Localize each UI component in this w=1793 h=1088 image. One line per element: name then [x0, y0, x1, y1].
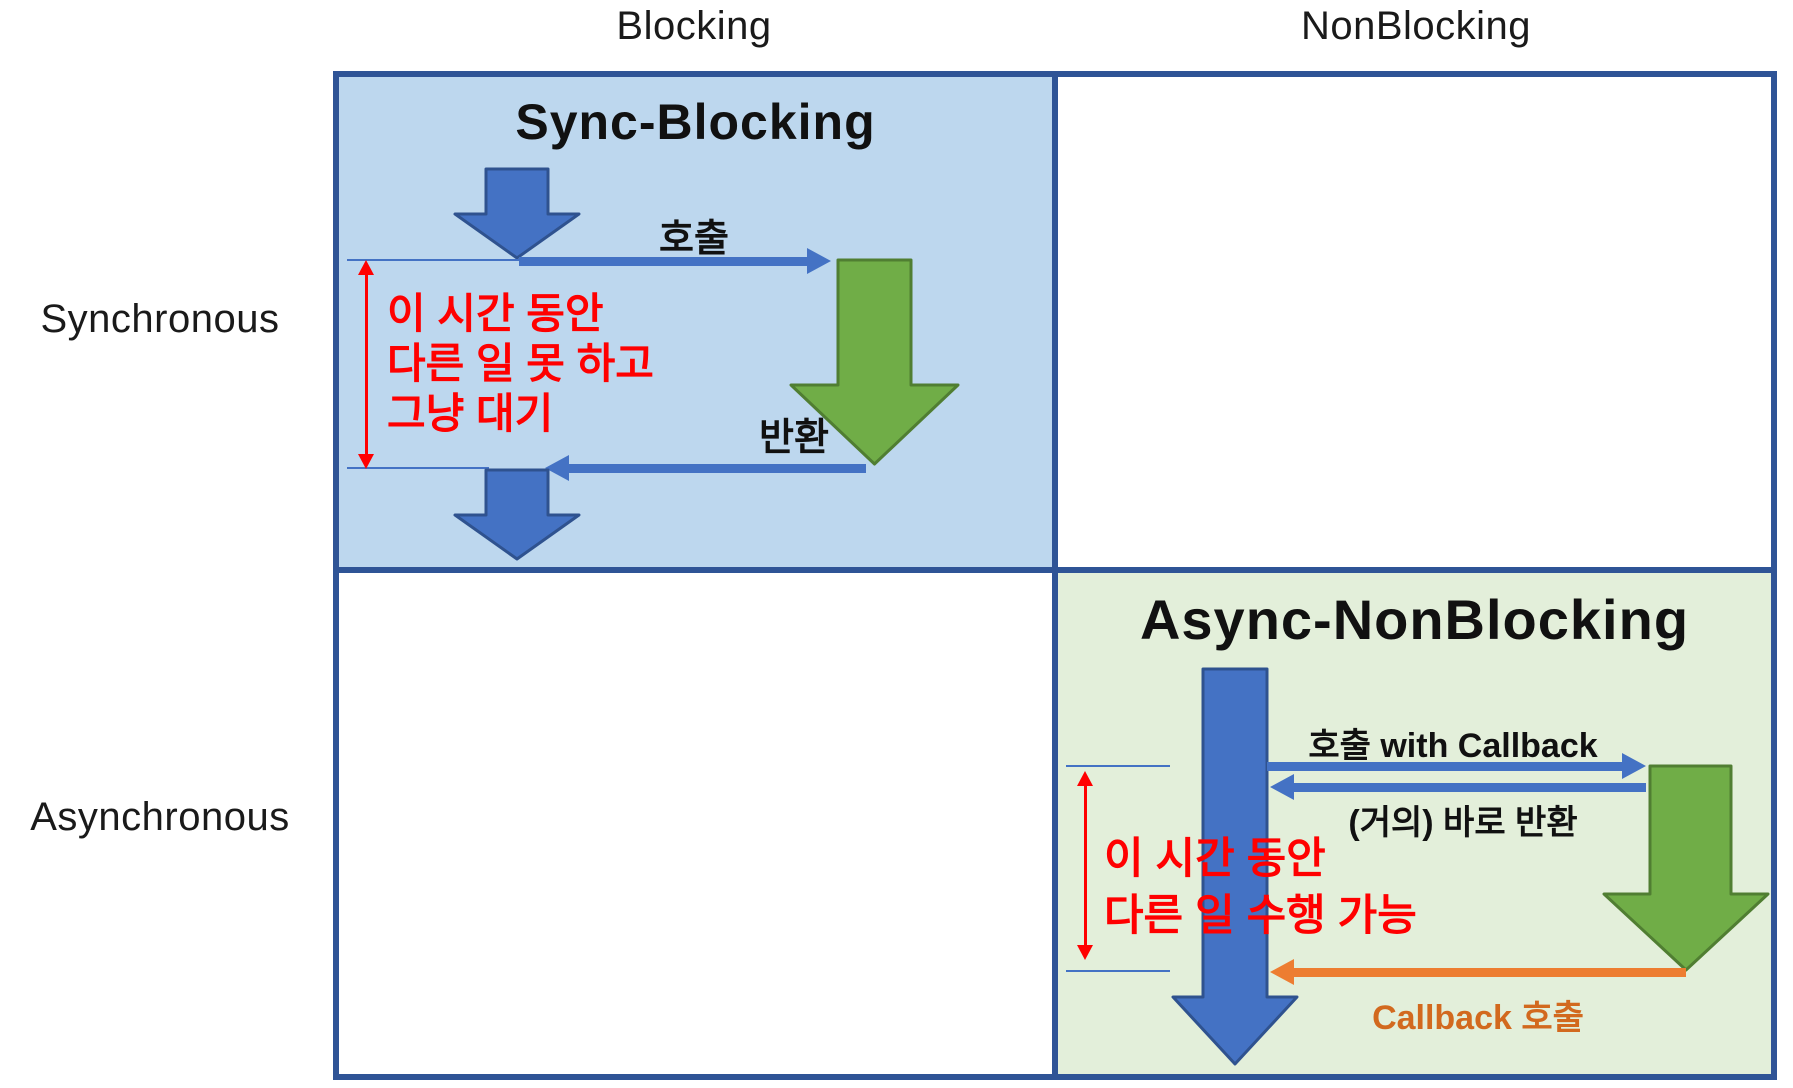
- task-down-arrow-icon: [1602, 764, 1770, 972]
- return-arrow-line: [569, 464, 866, 473]
- row-header-synchronous: Synchronous: [40, 297, 280, 341]
- cell-sync-blocking: Sync-Blocking 호출 반환: [336, 74, 1055, 570]
- callback-arrow-line: [1294, 968, 1686, 977]
- note-line: 그냥 대기: [387, 390, 554, 437]
- measure-arrow-top-icon: [1077, 771, 1093, 786]
- cell-async-nonblocking: Async-NonBlocking 호출 with Callback (거의) …: [1055, 570, 1774, 1077]
- immediate-return-arrow-head-icon: [1270, 774, 1294, 800]
- call-label: 호출: [659, 218, 729, 260]
- free-time-end-line: [1066, 970, 1170, 972]
- column-header-blocking: Blocking: [616, 4, 772, 48]
- return-label: 반환: [759, 417, 829, 459]
- measure-arrow-bottom-icon: [1077, 945, 1093, 960]
- immediate-return-label: (거의) 바로 반환: [1348, 804, 1578, 842]
- measure-arrow-bottom-icon: [358, 454, 374, 469]
- caller-resume-down-arrow-icon: [453, 468, 581, 561]
- call-arrow-line: [1267, 762, 1622, 771]
- wait-end-line: [347, 467, 489, 469]
- sync-blocking-title: Sync-Blocking: [515, 94, 876, 150]
- cell-sync-nonblocking-empty: [1055, 74, 1774, 570]
- nonblocking-free-note: 이 시간 동안 다른 일 수행 가능: [1104, 831, 1417, 945]
- note-line: 다른 일 수행 가능: [1104, 892, 1417, 940]
- column-header-nonblocking: NonBlocking: [1300, 4, 1532, 48]
- call-with-callback-label: 호출 with Callback: [1308, 727, 1598, 765]
- wait-start-line: [347, 259, 519, 261]
- note-line: 이 시간 동안: [387, 290, 604, 337]
- note-line: 이 시간 동안: [1104, 835, 1326, 883]
- immediate-return-arrow-line: [1294, 783, 1646, 792]
- measure-arrow-line: [1084, 782, 1087, 950]
- quadrant-grid: Sync-Blocking 호출 반환: [333, 71, 1777, 1080]
- measure-arrow-line: [365, 271, 368, 459]
- call-arrow-line: [519, 257, 811, 266]
- task-down-arrow-icon: [789, 258, 960, 466]
- call-arrow-head-icon: [807, 248, 831, 274]
- caller-down-arrow-icon: [453, 167, 581, 260]
- callback-call-label: Callback 호출: [1372, 999, 1584, 1037]
- caller-continuous-down-arrow-icon: [1171, 667, 1299, 1066]
- measure-arrow-top-icon: [358, 260, 374, 275]
- free-time-start-line: [1066, 765, 1170, 767]
- cell-async-blocking-empty: [336, 570, 1055, 1077]
- callback-arrow-head-icon: [1270, 959, 1294, 985]
- async-nonblocking-title: Async-NonBlocking: [1139, 588, 1690, 651]
- call-arrow-head-icon: [1622, 753, 1646, 779]
- blocking-wait-note: 이 시간 동안 다른 일 못 하고 그냥 대기: [387, 289, 654, 439]
- row-header-asynchronous: Asynchronous: [30, 795, 290, 839]
- note-line: 다른 일 못 하고: [387, 340, 654, 387]
